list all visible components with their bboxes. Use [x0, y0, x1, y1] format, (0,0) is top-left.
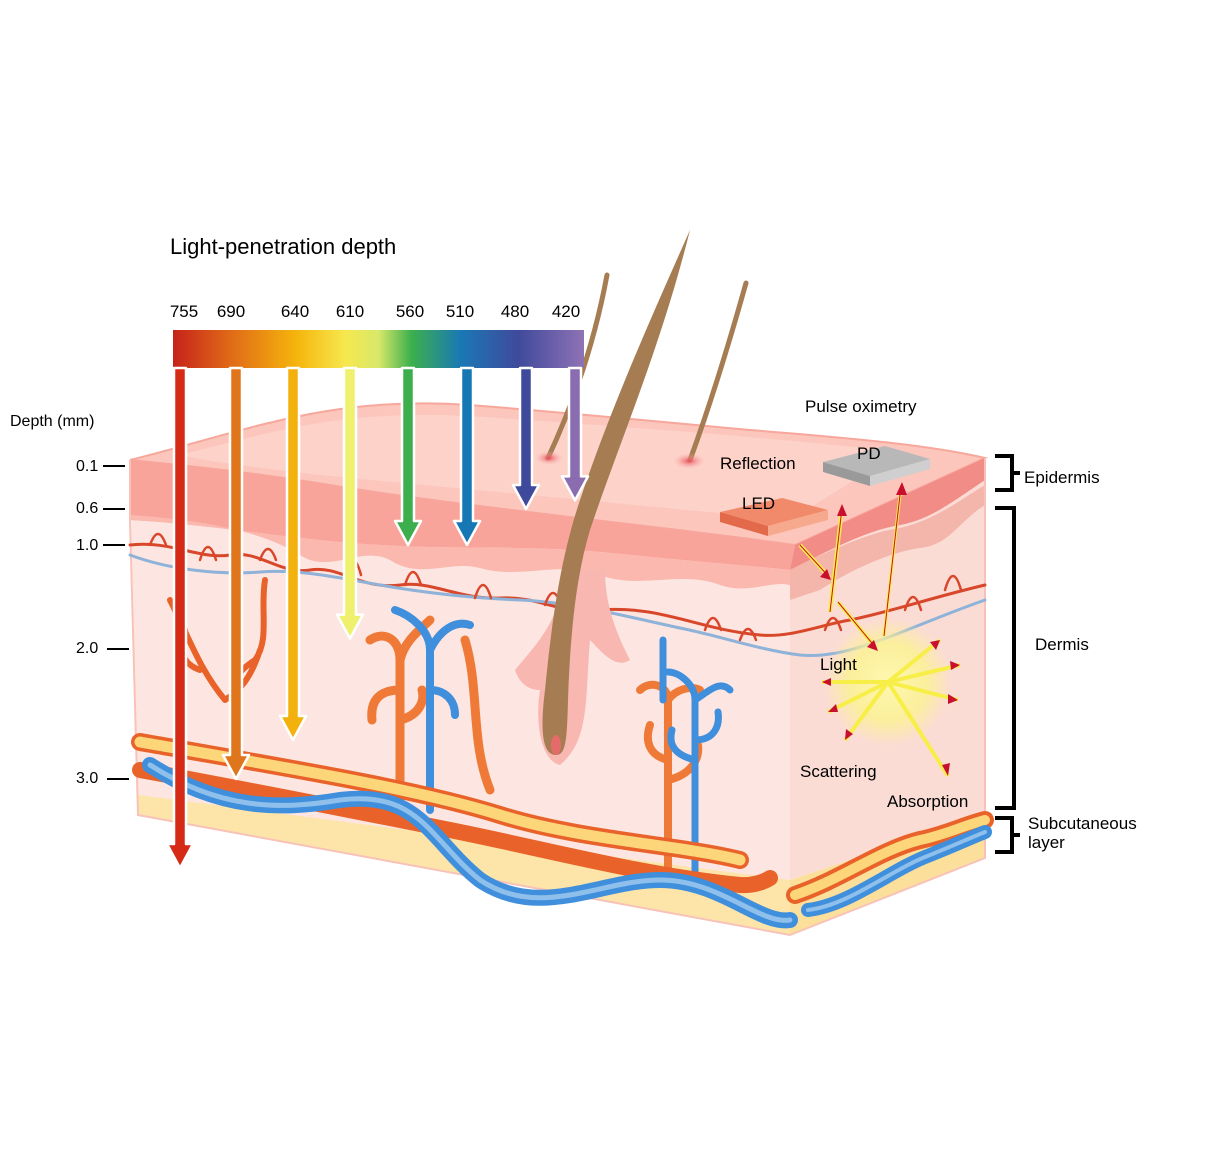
- subcutaneous-bracket: [995, 816, 1020, 854]
- depth-tick-label: 3.0: [76, 770, 99, 787]
- absorption-arrow: [886, 680, 950, 778]
- reflection-label: Reflection: [720, 454, 796, 473]
- capillary-loops: [148, 532, 963, 642]
- penetration-arrow-755: [165, 366, 195, 870]
- penetration-arrow-690: [221, 366, 251, 781]
- spectrum-bar: [173, 330, 584, 368]
- light-label: Light: [820, 655, 857, 674]
- depth-ticks: [103, 465, 129, 780]
- scatter-arrow-tips: [822, 640, 960, 776]
- hair-strand-right: [687, 280, 749, 463]
- vein-tree-center: [391, 606, 474, 814]
- artery-tree-center: [365, 615, 495, 805]
- led-label: LED: [742, 494, 776, 513]
- wavelength-label: 755: [169, 302, 199, 321]
- pulse-oximetry-devices: [720, 446, 930, 536]
- led-source: [720, 498, 828, 536]
- wavelength-label: 480: [500, 302, 530, 321]
- hair-bulb: [551, 735, 561, 755]
- side-vein-inner: [806, 830, 987, 912]
- scatter-arrows: [822, 638, 961, 778]
- scatter-arrow: [886, 638, 942, 684]
- depth-tick-label: 0.1: [76, 458, 99, 475]
- epidermis-top-highlight: [180, 414, 900, 520]
- pulse-oximetry-label: Pulse oximetry: [805, 397, 917, 416]
- wavelength-label: 610: [335, 302, 365, 321]
- penetration-arrows: [165, 366, 590, 870]
- penetration-arrow-510: [452, 366, 482, 547]
- penetration-arrow-640: [278, 366, 308, 742]
- incident-arrow-tips: [820, 482, 907, 651]
- pore-right: [673, 453, 705, 469]
- wavelength-label: 510: [445, 302, 475, 321]
- hair-strand-left: [545, 272, 610, 461]
- deep-vein-inner: [147, 762, 793, 923]
- epidermis-side-lower: [790, 485, 985, 600]
- scatter-arrow: [843, 680, 890, 742]
- wavelength-label: 690: [216, 302, 246, 321]
- wavelength-label: 560: [395, 302, 425, 321]
- hair-shaft: [542, 230, 690, 755]
- epidermis-bracket: [995, 454, 1020, 492]
- dermis-bracket: [995, 506, 1016, 810]
- depth-tick-label: 2.0: [76, 640, 99, 657]
- penetration-arrow-610: [335, 366, 365, 640]
- pore-left: [535, 451, 563, 465]
- hair-follicle: [515, 230, 749, 765]
- absorption-label: Absorption: [887, 792, 969, 811]
- nerve-inner: [134, 736, 746, 866]
- subcutaneous-label-line1: Subcutaneous: [1028, 814, 1137, 833]
- superficial-plexus: [128, 532, 987, 658]
- depth-tick-label: 1.0: [76, 537, 99, 554]
- wavelength-label: 640: [280, 302, 310, 321]
- deep-artery: [132, 762, 778, 894]
- wavelength-label: 420: [551, 302, 581, 321]
- layer-brackets: [995, 454, 1020, 854]
- diagram-title: Light-penetration depth: [170, 234, 397, 259]
- subcutaneous-label-line2: layer: [1028, 833, 1065, 852]
- scattering-event: [798, 482, 961, 778]
- scattering-label: Scattering: [800, 762, 877, 781]
- side-nerve: [790, 815, 990, 900]
- vessel-trees: [167, 577, 734, 889]
- penetration-arrow-420: [560, 366, 590, 502]
- deep-vessels: [131, 733, 994, 929]
- scatter-arrow: [827, 680, 889, 714]
- penetration-arrow-480: [511, 366, 541, 511]
- vein-tree-right: [659, 636, 734, 889]
- penetration-arrow-560: [393, 366, 423, 547]
- depth-axis-title: Depth (mm): [10, 413, 95, 430]
- pd-sensor: [823, 446, 930, 486]
- pd-label: PD: [857, 444, 881, 463]
- venous-plexus: [128, 553, 987, 658]
- dermis-label: Dermis: [1035, 635, 1089, 654]
- epidermis-papillae: [130, 515, 790, 589]
- epidermis-label: Epidermis: [1024, 468, 1100, 487]
- scatter-arrow: [887, 680, 959, 702]
- depth-tick-label: 0.6: [76, 500, 99, 517]
- scatter-arrow: [887, 663, 961, 684]
